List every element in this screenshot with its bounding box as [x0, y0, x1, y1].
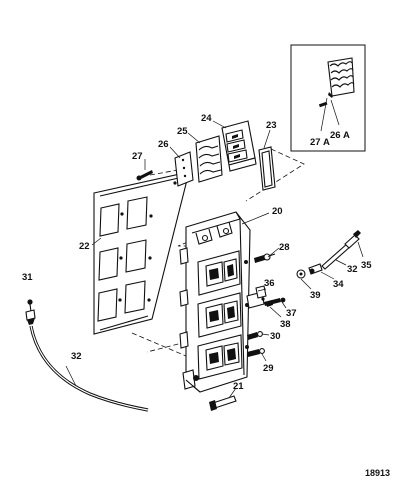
part-30-plug	[247, 331, 263, 340]
part-27-screw	[136, 170, 153, 181]
callout-39: 39	[310, 290, 321, 301]
part-28-fitting	[254, 253, 276, 263]
inset-detail-box: 27 A 26 A	[290, 44, 366, 152]
port-lower	[197, 334, 243, 380]
callout-31: 31	[22, 272, 33, 283]
callout-25: 25	[177, 126, 188, 137]
callout-34: 34	[333, 279, 344, 290]
callout-27: 27	[132, 151, 143, 162]
callout-32-left: 32	[71, 351, 82, 362]
callout-leaders	[65, 120, 364, 399]
part-35-connector	[344, 230, 361, 249]
svg-text:A: A	[323, 137, 330, 148]
callout-32-right: 32	[347, 264, 358, 275]
callout-23: 23	[266, 120, 277, 131]
part-39-washer	[296, 269, 306, 279]
part-32-hose	[29, 325, 149, 412]
part-29-fitting	[247, 348, 265, 357]
part-24-reed-block	[221, 120, 257, 172]
inset-callout-26A: 26 A	[330, 130, 350, 141]
part-21-bolt	[209, 395, 237, 411]
callout-24: 24	[201, 113, 212, 124]
port-middle	[197, 292, 242, 338]
part-37-screw	[264, 297, 286, 306]
part-20-manifold-housing	[179, 211, 251, 393]
port-upper	[197, 250, 241, 296]
part-23-gasket	[258, 146, 276, 191]
part-31-fitting	[25, 299, 36, 325]
svg-text:26: 26	[330, 130, 341, 141]
part-22-gasket-plate	[93, 171, 190, 335]
callout-29: 29	[263, 363, 274, 374]
inset-callout-27A: 27 A	[310, 137, 330, 148]
callout-28: 28	[279, 242, 290, 253]
callout-21: 21	[233, 381, 244, 392]
part-25-reed-petals	[195, 135, 223, 183]
svg-text:A: A	[343, 130, 350, 141]
callout-35: 35	[361, 260, 372, 271]
callout-38: 38	[280, 319, 291, 330]
callout-36: 36	[264, 278, 275, 289]
part-34-tube-fitting	[308, 263, 323, 275]
svg-text:27: 27	[310, 137, 321, 148]
callout-labels: 23 24 25 26 27 20 22 28 36 37 38 30 29 2…	[22, 113, 372, 392]
inset-reed-stack	[327, 57, 355, 98]
callout-26: 26	[158, 139, 169, 150]
figure-number: 18913	[365, 468, 390, 478]
callout-37: 37	[286, 308, 297, 319]
part-26-reed-stop	[174, 151, 194, 187]
callout-20: 20	[272, 206, 283, 217]
callout-30: 30	[270, 331, 281, 342]
callout-22: 22	[79, 241, 90, 252]
